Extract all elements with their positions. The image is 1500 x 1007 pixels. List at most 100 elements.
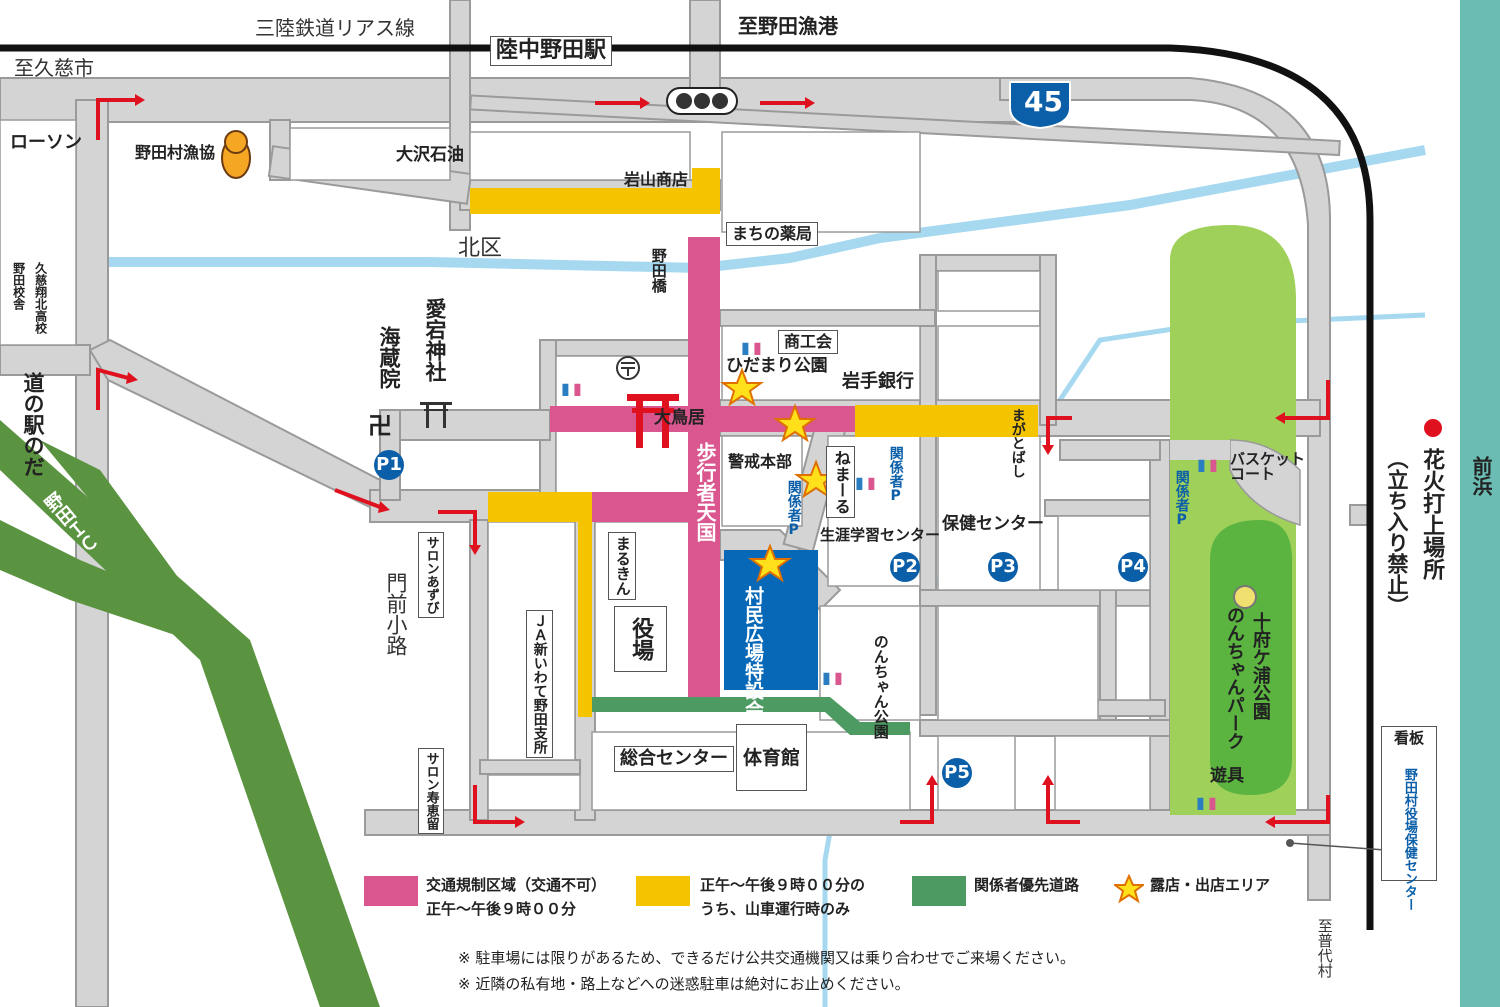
yakuba-label: 役場 xyxy=(614,606,668,672)
shrine-torii-icon xyxy=(420,402,452,428)
svg-text:▮: ▮ xyxy=(753,338,762,357)
legend-swatch-restricted xyxy=(364,876,418,906)
village-plaza-label: 村民広場特設会場 xyxy=(741,586,764,738)
kitaku-label: 北区 xyxy=(458,236,503,261)
atago-shrine-label: 愛宕神社 xyxy=(423,298,448,382)
machi-pharmacy-label: まちの薬局 xyxy=(726,222,819,246)
legend-restricted-line1: 交通規制区域（交通不可） xyxy=(426,876,607,894)
svg-text:▮: ▮ xyxy=(573,379,582,398)
svg-text:▮: ▮ xyxy=(1208,793,1217,812)
salon-sukeru-label: サロン寿恵留 xyxy=(418,748,444,834)
kuji-school-label: 久慈翔北高校 xyxy=(33,262,48,334)
legend-swatch-time xyxy=(636,876,690,906)
staff-parking-label: 関係者P xyxy=(785,480,802,538)
osawa-oil-label: 大沢石油 xyxy=(396,145,464,165)
noda-fishery-label: 野田村漁協 xyxy=(135,143,216,162)
interchange-road xyxy=(0,420,380,1007)
michinoeki-label: 道の駅のだ xyxy=(21,372,46,477)
pedestrian-zone-label: 歩行者天国 xyxy=(693,442,717,542)
staff-parking-label: 関係者P xyxy=(1173,470,1190,528)
direction-arrows xyxy=(96,98,1330,824)
nonchan-park-big-label: のんちゃんパーク xyxy=(1223,606,1245,750)
torii-icon xyxy=(627,394,679,448)
star-icon xyxy=(719,367,765,407)
hidamari-park-label: ひだまり公園 xyxy=(726,356,828,376)
staff-parking-label: 関係者P xyxy=(887,446,904,504)
noda-school-label: 野田校舎 xyxy=(11,262,26,310)
note-no-illegal-parking: ※ 近隣の私有地・路上などへの迷惑駐車は絶対にお止めください。 xyxy=(458,975,910,993)
salon-azubi-label: サロンあずび xyxy=(418,532,444,618)
shokokai-label: 商工会 xyxy=(778,330,839,354)
iwayama-store-label: 岩山商店 xyxy=(624,170,689,189)
noda-bridge-label: 野田橋 xyxy=(649,248,668,293)
legend-priority-label: 関係者優先道路 xyxy=(974,876,1080,894)
svg-text:▮: ▮ xyxy=(561,379,570,398)
health-center-label: 保健センター xyxy=(942,514,1044,534)
playground-label: 遊具 xyxy=(1210,766,1244,786)
svg-text:▮: ▮ xyxy=(1196,793,1205,812)
star-icon xyxy=(747,543,793,583)
railway-line xyxy=(0,44,1374,930)
no-entry-label: （立ち入り禁止） xyxy=(1385,448,1410,616)
legend-time-line1: 正午～午後９時００分の xyxy=(700,876,866,894)
star-icon xyxy=(1114,874,1144,904)
magatobashi-label: まがとばし xyxy=(1009,408,1026,478)
note-parking: ※ 駐車場には限りがあるため、できるだけ公共交通機関又は乗り合わせでご来場くださ… xyxy=(458,949,1076,967)
to-kuji-label: 至久慈市 xyxy=(14,56,94,80)
fireworks-marker-icon xyxy=(1424,419,1442,437)
svg-text:▮: ▮ xyxy=(855,473,864,492)
lawson-label: ローソン xyxy=(10,132,82,153)
kaizoin-label: 海蔵院 xyxy=(377,326,402,389)
tofugaura-park-area xyxy=(1170,225,1301,815)
route-45-shield-icon xyxy=(1009,81,1071,130)
nemaru-label: ねまーる xyxy=(826,446,855,518)
svg-text:▮: ▮ xyxy=(1197,455,1206,474)
legend-swatch-priority xyxy=(912,876,966,906)
traffic-signal-icon xyxy=(666,87,738,115)
svg-text:▮: ▮ xyxy=(867,473,876,492)
sea-area xyxy=(1460,0,1500,1007)
tofugaura-park-label: 十府ケ浦公園 xyxy=(1249,612,1271,720)
legend-stall-label: 露店・出店エリア xyxy=(1150,876,1271,894)
marukin-label: まるきん xyxy=(608,532,636,600)
lifelong-center-label: 生涯学習センター xyxy=(820,526,941,544)
nonchan-park-small-label: のんちゃん公園 xyxy=(871,634,890,739)
temple-icon: 卍 xyxy=(368,412,392,440)
signboard-title: 看板 xyxy=(1393,729,1424,747)
parking-p3-icon: P3 xyxy=(988,552,1018,582)
railway-label: 三陸鉄道リアス線 xyxy=(255,16,415,40)
to-port-label: 至野田漁港 xyxy=(738,14,838,38)
basketball-court-label: バスケットコート xyxy=(1230,450,1306,483)
playground-marker-icon xyxy=(1233,585,1257,609)
ja-branch-label: ＪＡ新いわて野田支所 xyxy=(526,610,553,758)
signboard-box: 看板 野田村役場保健センター xyxy=(1381,726,1437,911)
otorii-label: 大鳥居 xyxy=(654,408,705,428)
monzen-koji-label: 門前小路 xyxy=(384,572,409,656)
maehama-label: 前浜 xyxy=(1469,456,1493,496)
to-fudai-label: 至普代村 xyxy=(1315,918,1334,978)
fireworks-site-label: 花火打上場所 xyxy=(1419,448,1445,580)
station-label: 陸中野田駅 xyxy=(490,36,613,66)
iwate-bank-label: 岩手銀行 xyxy=(842,371,914,392)
svg-text:▮: ▮ xyxy=(822,668,831,687)
river xyxy=(0,145,1426,274)
star-icons xyxy=(719,367,839,583)
parking-p2-icon: P2 xyxy=(890,552,920,582)
parking-p4-icon: P4 xyxy=(1118,552,1148,582)
parking-p5-icon: P5 xyxy=(942,758,972,788)
time-restricted-roads xyxy=(470,168,1038,717)
priority-road xyxy=(592,697,910,735)
road-network xyxy=(0,0,1371,1007)
gym-label: 体育館 xyxy=(736,724,808,791)
signboard-destination: 野田村役場保健センター xyxy=(1401,768,1417,911)
svg-text:▮: ▮ xyxy=(834,668,843,687)
legend-restricted-line2: 正午～午後９時００分 xyxy=(426,900,577,918)
svg-text:▮: ▮ xyxy=(1209,455,1218,474)
route-45-label: 45 xyxy=(1024,85,1063,118)
mascot-icon xyxy=(221,130,251,179)
toilet-icons: ▮▮ ▮▮ ▮▮ ▮▮ ▮▮ ▮▮ xyxy=(560,338,1218,812)
legend-time-line2: うち、山車運行時のみ xyxy=(700,900,851,918)
svg-text:▮: ▮ xyxy=(741,338,750,357)
